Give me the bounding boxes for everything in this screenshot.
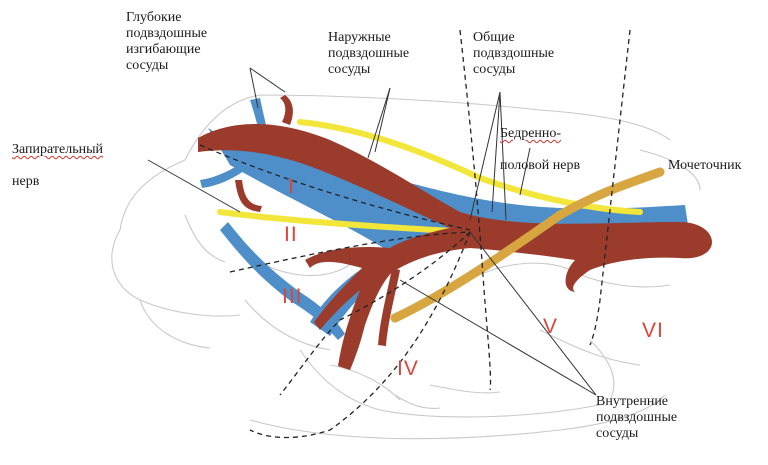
artery-deep-circumflex (280, 95, 293, 125)
label-internal-iliac-vessels: Внутренние подвздошные сосуды (596, 394, 677, 442)
label-obturator-nerve: Запирательный нерв (12, 126, 103, 190)
label-genitofemoral-line1: Бедренно- (500, 126, 561, 141)
label-external-iliac-vessels: Наружные подвздошные сосуды (328, 30, 409, 78)
label-common-iliac-vessels: Общие подвздошные сосуды (473, 30, 554, 78)
label-genitofemoral-nerve: Бедренно- половой нерв (500, 110, 580, 174)
zone-label-6: VI (642, 320, 664, 342)
label-deep-circumflex-iliac-vessels: Глубокие подвздошные изгибающие сосуды (126, 10, 207, 74)
zone-label-4: IV (397, 358, 419, 380)
label-obturator-line2: нерв (12, 174, 39, 189)
zone-label-1: I (288, 176, 295, 198)
label-ureter: Мочеточник (668, 158, 741, 174)
label-genitofemoral-line2: половой нерв (500, 158, 580, 173)
zone-label-5: V (543, 316, 558, 338)
zone-label-2: II (284, 224, 298, 246)
artery-branch-obturator (235, 180, 262, 212)
zone-label-3: III (282, 286, 303, 308)
label-obturator-line1: Запирательный (12, 142, 103, 157)
